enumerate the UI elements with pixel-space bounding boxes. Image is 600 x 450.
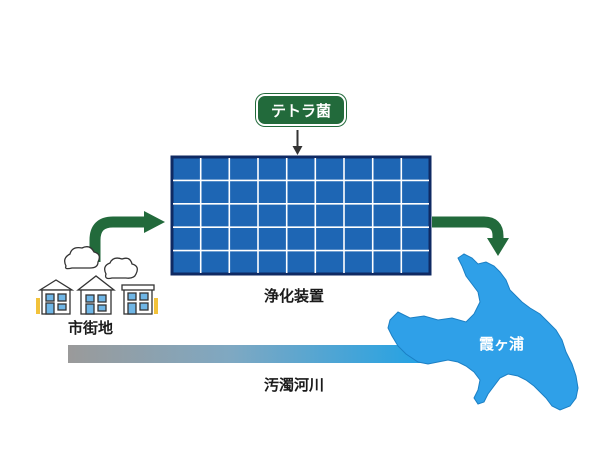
bacteria-badge: テトラ菌 [256, 94, 346, 126]
bacteria-label: テトラ菌 [270, 101, 331, 120]
cloud-icon [64, 246, 100, 270]
cloud-icon [104, 257, 138, 280]
outflow-arrow-icon [432, 216, 509, 256]
city-label: 市街地 [68, 319, 114, 337]
house-icon [36, 279, 75, 315]
lake-shape [387, 253, 579, 411]
device-label: 浄化装置 [264, 287, 325, 305]
lake-label: 霞ヶ浦 [479, 335, 525, 353]
inflow-arrow-icon [89, 211, 165, 262]
house-icon [121, 284, 158, 315]
bacteria-arrow-icon [292, 130, 303, 155]
purification-device [170, 155, 432, 276]
polluted-river-bar [68, 345, 428, 363]
house-icon [76, 275, 116, 315]
river-label: 汚濁河川 [264, 376, 325, 394]
